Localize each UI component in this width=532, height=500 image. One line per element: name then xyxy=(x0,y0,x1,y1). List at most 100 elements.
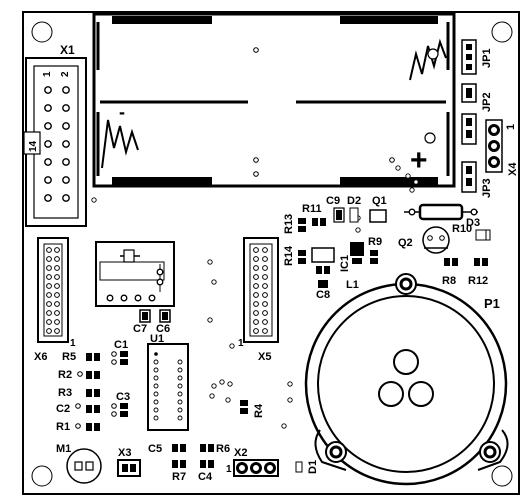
pin-pad xyxy=(229,343,235,349)
pin-pad xyxy=(253,319,259,325)
pin-pad xyxy=(177,391,183,397)
r10-label: R10 xyxy=(452,223,472,235)
d3-label: D3 xyxy=(466,217,480,229)
c3-label: C3 xyxy=(116,391,130,403)
x4-ref-label: X4 xyxy=(507,162,519,176)
jp2-label: JP2 xyxy=(481,92,493,112)
u1-label: U1 xyxy=(150,333,164,345)
c6-label: C6 xyxy=(156,323,170,335)
d1-label: D1 xyxy=(307,460,319,474)
pin-pad xyxy=(177,359,183,365)
c9-label: C9 xyxy=(326,195,340,207)
pin-pad xyxy=(262,265,268,271)
crystal-module xyxy=(95,241,175,307)
pin-pad xyxy=(262,319,268,325)
pin-pad xyxy=(211,383,217,389)
pin-pad xyxy=(281,423,287,429)
x3-ref-label: X3 xyxy=(118,447,131,459)
ic-u1: U1 xyxy=(147,333,189,431)
pin-pad xyxy=(177,399,183,405)
r8-label: R8 xyxy=(442,275,456,287)
pin-pad xyxy=(253,283,259,289)
pin-pad xyxy=(46,301,52,307)
jumper-jp3: JP3 xyxy=(461,161,493,198)
pin-pad xyxy=(177,375,183,381)
x6-pin1-label: 1 xyxy=(70,338,76,349)
pin-pad xyxy=(395,165,401,171)
pin-pad xyxy=(54,292,60,298)
transistor-q2: Q2 xyxy=(398,226,450,254)
r5-label: R5 xyxy=(62,351,76,363)
pin-pad xyxy=(153,407,159,413)
r11-label: R11 xyxy=(302,203,322,215)
r7-label: R7 xyxy=(172,471,186,483)
pin-pad xyxy=(46,328,52,334)
m1-label: M1 xyxy=(56,443,71,455)
pin-pad xyxy=(153,367,159,373)
pin-pad xyxy=(46,292,52,298)
pin-pad xyxy=(44,104,52,112)
jumper-jp1: JP1 xyxy=(461,39,493,75)
r1-label: R1 xyxy=(56,421,70,433)
pin-pad xyxy=(153,399,159,405)
pin-pad xyxy=(177,407,183,413)
mounting-hole xyxy=(31,465,53,487)
x1-pin1-label: 1 xyxy=(42,71,53,77)
ic-ic1 xyxy=(311,247,335,263)
pin-pad xyxy=(54,256,60,262)
jp1-label: JP1 xyxy=(481,48,493,68)
pin-pad xyxy=(54,301,60,307)
r2-label: R2 xyxy=(58,369,72,381)
l1-label: L1 xyxy=(346,279,359,291)
pin-pad xyxy=(253,301,259,307)
x4-pin1-label: 1 xyxy=(505,124,517,130)
inductor-l1 xyxy=(350,242,364,256)
pin-pad xyxy=(262,283,268,289)
pin-pad xyxy=(62,122,70,130)
pin-pad xyxy=(46,310,52,316)
q2-label: Q2 xyxy=(398,237,413,249)
connector-x3: X3 xyxy=(117,447,141,477)
pin-pad xyxy=(225,397,231,403)
pin-pad xyxy=(227,381,233,387)
pin-pad xyxy=(62,140,70,148)
pin-pad xyxy=(62,194,70,202)
motor-m1: M1 xyxy=(56,443,102,484)
pin-pad xyxy=(409,187,415,193)
mounting-hole xyxy=(31,21,53,43)
pin-pad xyxy=(153,415,159,421)
transistor-q1 xyxy=(369,209,387,223)
battery-holder: - + xyxy=(92,12,456,188)
pin-pad xyxy=(46,247,52,253)
connector-x6: X6 1 xyxy=(34,237,76,363)
pin-pad xyxy=(62,158,70,166)
pin-pad xyxy=(219,379,225,385)
pin-pad xyxy=(207,317,213,323)
pin-pad xyxy=(253,328,259,334)
pin-pad xyxy=(46,283,52,289)
pin-pad xyxy=(262,328,268,334)
pin-pad xyxy=(62,86,70,94)
pin-pad xyxy=(44,194,52,202)
pin-pad xyxy=(413,179,419,185)
pin-pad xyxy=(253,292,259,298)
pin-pad xyxy=(262,247,268,253)
spring-contact xyxy=(409,38,447,81)
pin-pad xyxy=(262,256,268,262)
battery-minus-mark: - xyxy=(119,102,125,122)
pin-pad xyxy=(355,227,361,233)
pin-pad xyxy=(405,173,411,179)
pin-pad xyxy=(46,256,52,262)
pin-pad xyxy=(153,391,159,397)
pin-pad xyxy=(54,310,60,316)
pin-pad xyxy=(54,247,60,253)
spring-contact xyxy=(101,119,139,169)
r14-label: R14 xyxy=(283,245,295,266)
pin-pad xyxy=(253,310,259,316)
pin-pad xyxy=(54,274,60,280)
pin-pad xyxy=(62,176,70,184)
r9-label: R9 xyxy=(368,236,382,248)
speaker-p1: P1 xyxy=(304,273,509,486)
pin-pad xyxy=(209,393,215,399)
